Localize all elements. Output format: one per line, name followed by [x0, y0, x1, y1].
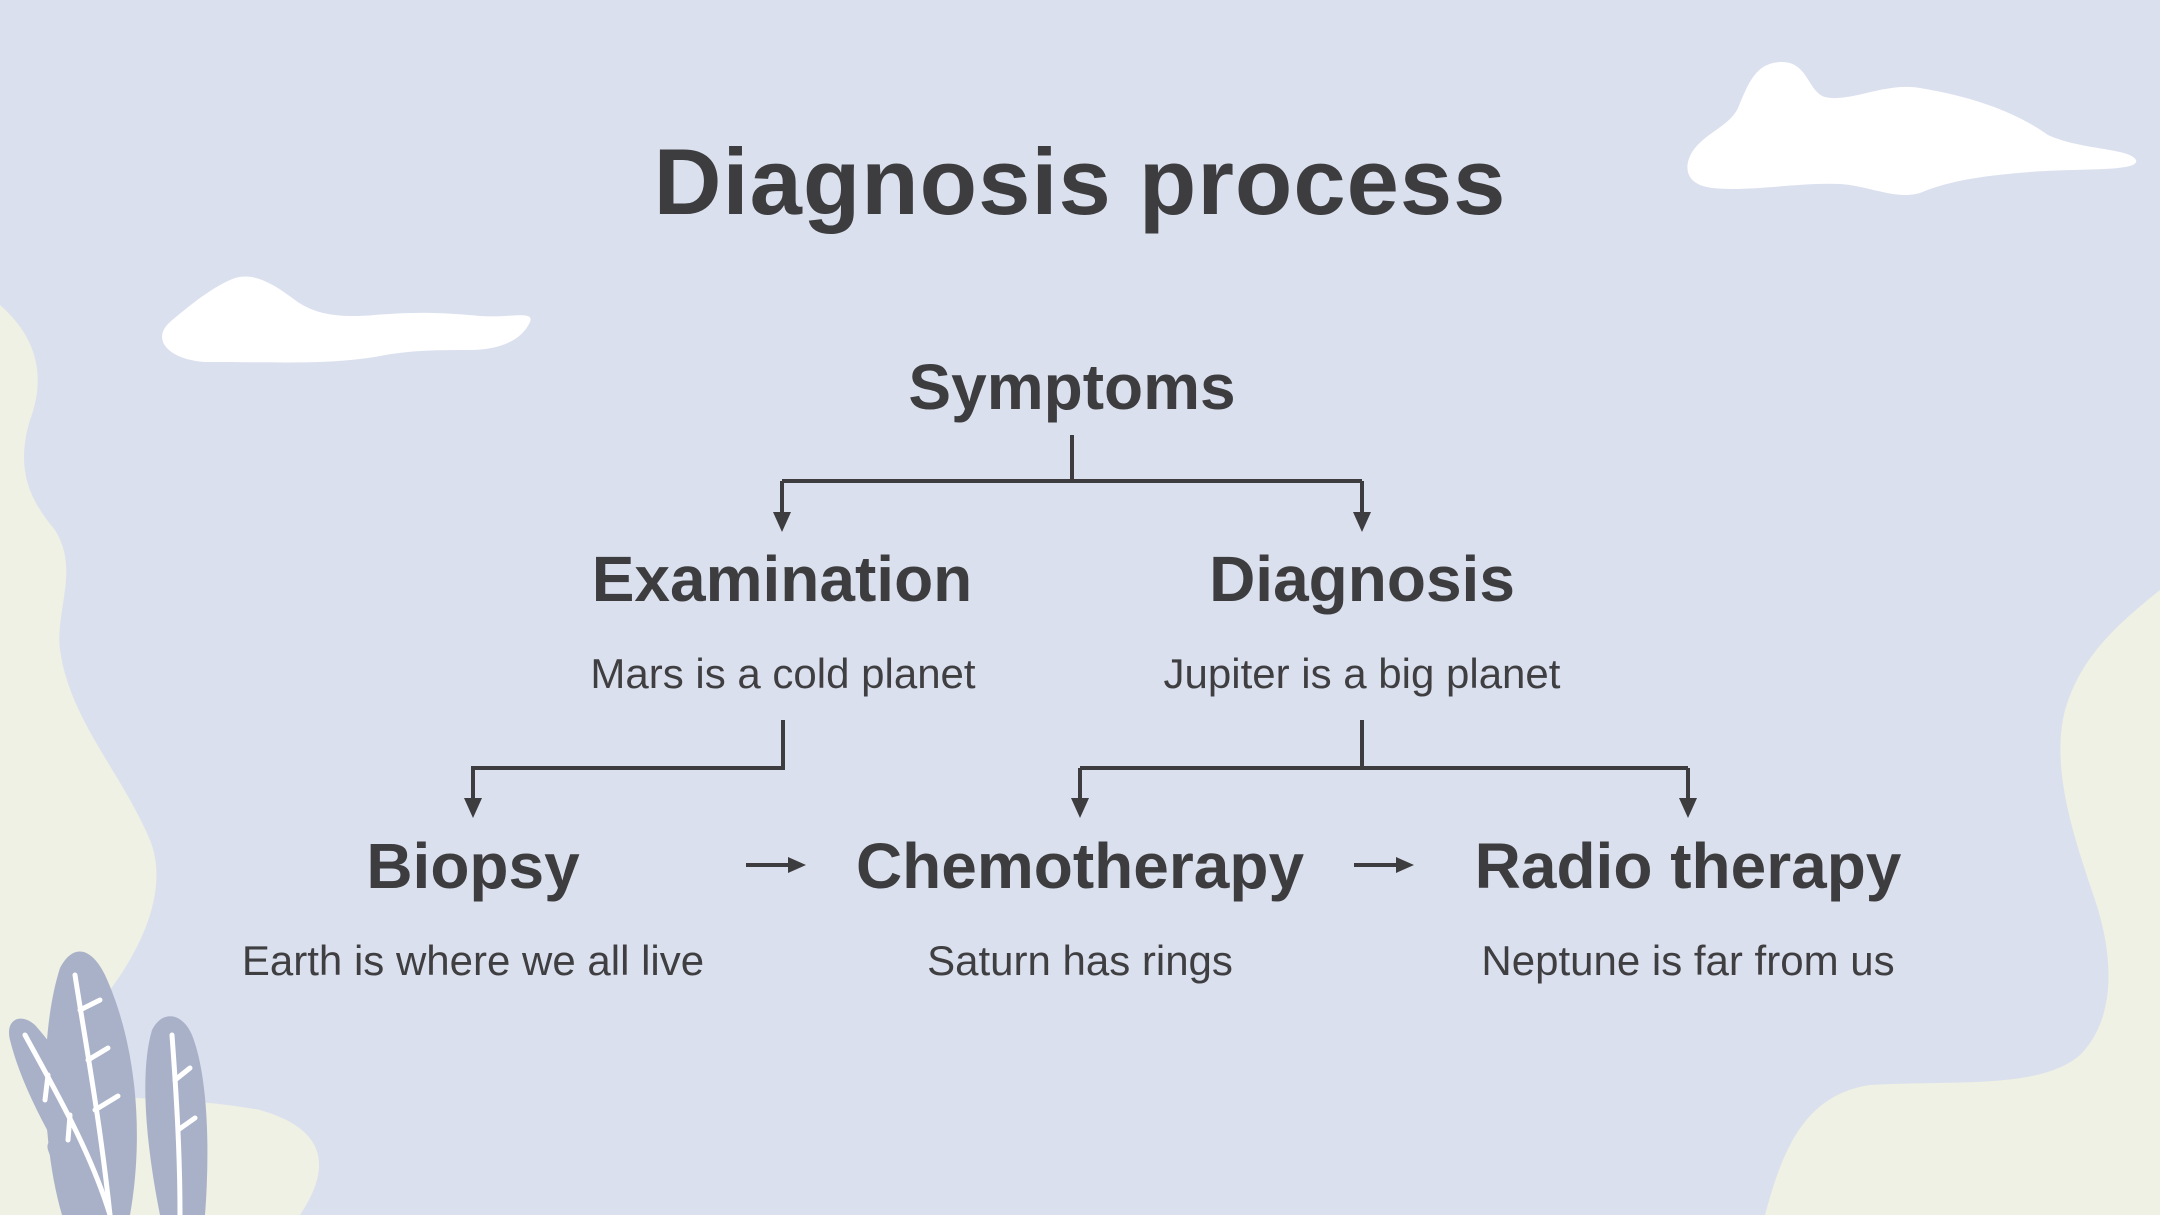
- node-biopsy: Biopsy: [366, 830, 580, 902]
- node-diagnosis-description: Jupiter is a big planet: [1163, 650, 1561, 697]
- node-chemotherapy-description: Saturn has rings: [927, 937, 1233, 984]
- node-diagnosis: Diagnosis: [1209, 543, 1515, 615]
- connectors: [471, 435, 1690, 867]
- node-radio-therapy: Radio therapy: [1474, 830, 1902, 902]
- arrowhead-biopsy-icon: [464, 798, 482, 818]
- node-examination-description: Mars is a cold planet: [590, 650, 976, 697]
- cloud-left-shape: [162, 276, 531, 363]
- node-chemotherapy: Chemotherapy: [855, 830, 1305, 902]
- plant-decoration: [9, 951, 208, 1215]
- connector-examination: [471, 720, 785, 800]
- right-blob-shape: [1765, 590, 2160, 1215]
- arrowhead-chemotherapy-icon: [1071, 798, 1089, 818]
- connector-symptoms: [780, 435, 1364, 513]
- leaf-veins: [22, 972, 198, 1215]
- node-radio-therapy-description: Neptune is far from us: [1481, 937, 1895, 984]
- leaf-shape: [47, 1139, 115, 1215]
- arrowhead-right-1-icon: [788, 857, 806, 873]
- arrowhead-radio-therapy-icon: [1679, 798, 1697, 818]
- arrowhead-right-2-icon: [1396, 857, 1414, 873]
- node-symptoms: Symptoms: [908, 351, 1236, 423]
- page-title: Diagnosis process: [653, 129, 1507, 234]
- cloud-right-shape: [1687, 62, 2137, 195]
- node-biopsy-description: Earth is where we all live: [241, 937, 705, 984]
- arrowhead-diagnosis-icon: [1353, 512, 1371, 532]
- arrowheads: [464, 512, 1697, 873]
- node-examination: Examination: [591, 543, 973, 615]
- connector-diagnosis: [1078, 720, 1690, 800]
- arrowhead-examination-icon: [773, 512, 791, 532]
